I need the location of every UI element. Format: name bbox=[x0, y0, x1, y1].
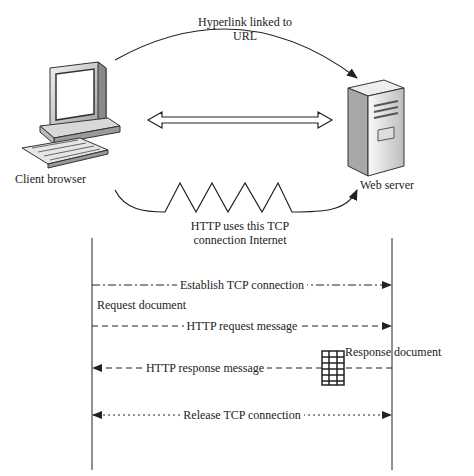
client-computer: Client browser bbox=[10, 60, 148, 190]
message-label: Release TCP connection bbox=[180, 408, 303, 422]
message-label: HTTP response message bbox=[143, 361, 267, 375]
computer-illustration bbox=[10, 60, 148, 170]
web-server: Web server bbox=[332, 78, 468, 190]
edge-label: HTTP uses this TCP connection Internet bbox=[165, 219, 315, 247]
double-arrow bbox=[148, 112, 332, 128]
connector-arrow bbox=[115, 183, 357, 212]
message-label: Establish TCP connection bbox=[177, 278, 307, 292]
document-icon bbox=[322, 351, 344, 385]
node-label: Client browser bbox=[15, 172, 86, 186]
client-lifeline bbox=[92, 238, 93, 470]
edge-label: Hyperlink linked to URL bbox=[185, 15, 305, 43]
node-label: Web server bbox=[360, 178, 414, 192]
message-label: HTTP request message bbox=[184, 319, 301, 333]
server-illustration bbox=[332, 78, 468, 178]
message-label: Response document bbox=[345, 345, 441, 359]
message-label: Request document bbox=[97, 298, 186, 312]
